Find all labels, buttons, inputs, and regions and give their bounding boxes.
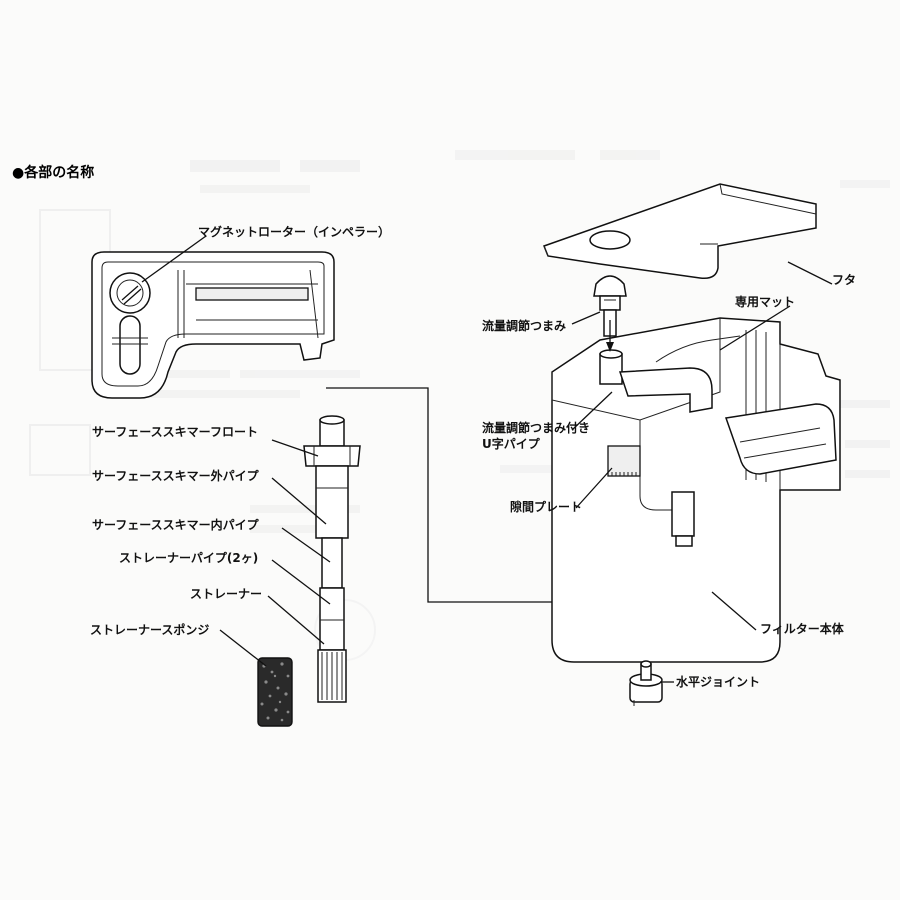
label-gap-plate: 隙間プレート [510,499,582,514]
strainer-pipe-drawing [319,587,345,651]
label-flow-knob: 流量調節つまみ [482,318,566,333]
label-dedicated-mat: 専用マット [735,294,795,309]
label-filter-body: フィルター本体 [760,621,845,636]
label-skimmer-outer-pipe: サーフェーススキマー外パイプ [92,468,260,483]
label-magnet-rotor: マグネットローター（インペラー） [198,224,390,239]
label-strainer: ストレーナー [190,587,262,601]
label-lid: フタ [832,273,856,287]
label-skimmer-inner-pipe: サーフェーススキマー内パイプ [92,517,260,532]
level-joint-drawing [629,660,663,706]
lid-drawing [543,183,817,280]
skimmer-inner-pipe-drawing [321,537,343,589]
gap-plate-drawing [607,445,641,477]
strainer-sponge-drawing [257,657,293,727]
skimmer-outer-pipe-drawing [315,465,349,539]
background-bleed-through [29,150,890,661]
flow-knob-drawing [593,275,627,337]
filter-body-drawing [551,317,841,663]
label-level-joint: 水平ジョイント [676,674,760,689]
label-flow-knob-upipe-2: U字パイプ [482,436,541,451]
filter-top-view [91,251,335,399]
label-strainer-pipe: ストレーナーパイプ(2ヶ) [119,550,258,565]
skimmer-assembly [303,415,361,703]
label-skimmer-float: サーフェーススキマーフロート [92,425,258,439]
label-flow-knob-upipe-1: 流量調節つまみ付き [482,420,590,435]
label-strainer-sponge: ストレーナースポンジ [90,622,209,637]
section-title: ●各部の名称 [12,164,94,181]
